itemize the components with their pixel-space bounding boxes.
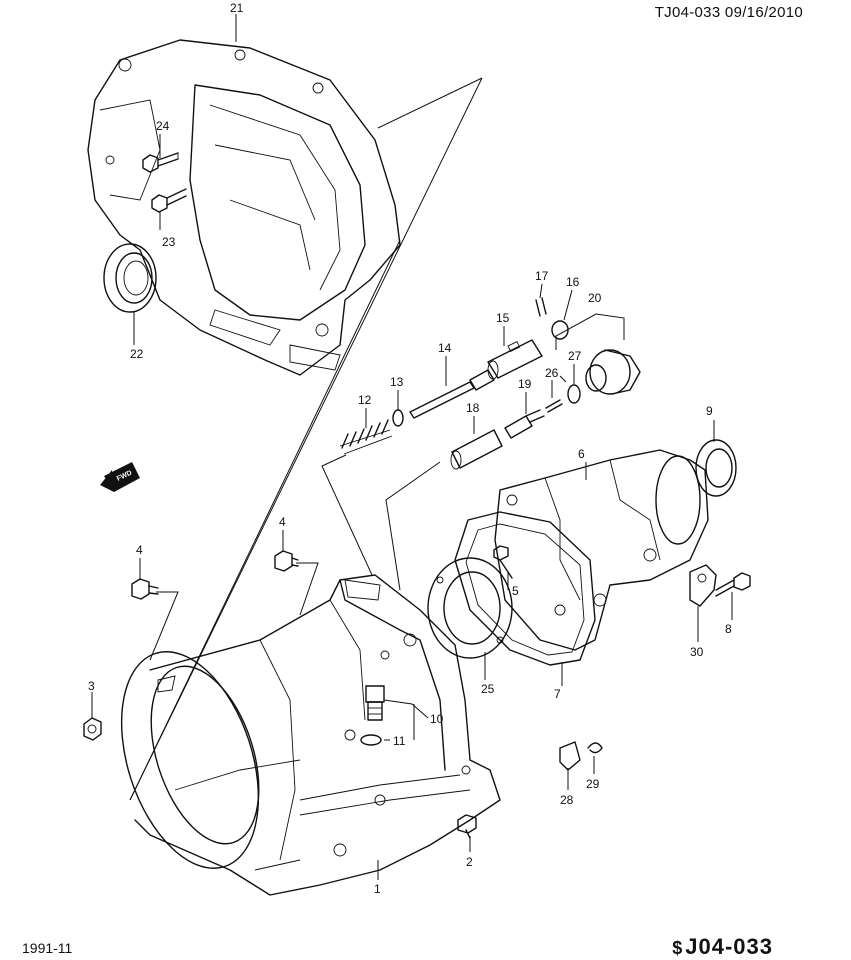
callout-4-left: 4 — [136, 543, 143, 557]
pin-26 — [545, 399, 563, 413]
callout-18: 13 — [390, 375, 404, 389]
callout-2: 2 — [466, 855, 473, 869]
bolt-7 — [151, 188, 187, 213]
washer-18 — [392, 409, 404, 427]
transmission-case — [120, 574, 501, 896]
callout-24: 19 — [518, 377, 532, 391]
revision-date: 1991-11 — [22, 940, 73, 956]
vehicle-speed-sensor-15 — [365, 685, 385, 721]
drain-plug-2 — [457, 814, 477, 839]
oil-seal-14 — [695, 439, 737, 497]
callout-19: 14 — [438, 341, 452, 355]
callout-20: 15 — [496, 311, 510, 325]
callout-4-upper: 4 — [279, 515, 286, 529]
callout-21: 16 — [566, 275, 580, 289]
diagram-code-text: J04-033 — [685, 934, 773, 959]
callout-12: 7 — [554, 687, 561, 701]
bracket-28 — [559, 741, 581, 771]
callout-15: 10 — [430, 712, 444, 726]
e-ring-21 — [551, 320, 569, 340]
callout-28: 28 — [560, 793, 574, 807]
o-ring-16 — [360, 734, 382, 746]
callout-5: 21 — [230, 1, 244, 15]
callout-16: 11 — [393, 734, 406, 748]
callout-1: 1 — [374, 882, 381, 896]
clip-29 — [587, 742, 603, 754]
pin-22 — [535, 297, 547, 317]
sleeve-23 — [450, 429, 503, 470]
bolt-4-left — [131, 578, 159, 600]
callout-6: 22 — [130, 347, 144, 361]
fwd-arrow-icon: FWD — [100, 462, 140, 492]
callout-3: 3 — [88, 679, 95, 693]
bolt-4-upper — [274, 550, 299, 572]
sleeve-20 — [487, 339, 543, 380]
callout-30: 30 — [690, 645, 704, 659]
callout-25: 20 — [588, 291, 602, 305]
callout-29: 29 — [586, 777, 600, 791]
callout-27: 27 — [568, 349, 582, 363]
callout-10: 5 — [512, 584, 519, 598]
converter-housing — [87, 39, 401, 376]
callout-26: 26 — [545, 366, 559, 380]
callout-8: 24 — [156, 119, 170, 133]
callout-14: 9 — [706, 404, 713, 418]
diagram-code-symbol: $ — [672, 938, 684, 958]
gasket-12 — [454, 511, 596, 666]
callout-17: 12 — [358, 393, 372, 407]
extension-housing-11 — [494, 449, 709, 651]
diagram-code: $J04-033 — [672, 934, 773, 960]
callout-13: 8 — [725, 622, 732, 636]
oil-seal-6 — [103, 243, 157, 313]
spring-17 — [339, 419, 393, 455]
governor-cap-25 — [585, 349, 641, 395]
callout-7: 23 — [162, 235, 176, 249]
bolt-8 — [142, 152, 179, 173]
callout-22: 17 — [535, 269, 549, 283]
nut-3 — [83, 717, 102, 741]
bolt-13 — [715, 572, 751, 597]
shaft-19 — [409, 369, 495, 419]
shaft-24 — [504, 409, 545, 439]
callout-23: 18 — [466, 401, 480, 415]
callout-9: 25 — [481, 682, 495, 696]
adapter-plate-9 — [427, 557, 513, 659]
callout-11: 6 — [578, 447, 585, 461]
o-ring-27 — [567, 384, 581, 404]
bolt-10 — [493, 545, 513, 579]
diagram-reference: TJ04-033 09/16/2010 — [654, 4, 803, 21]
bracket-30 — [689, 564, 717, 607]
